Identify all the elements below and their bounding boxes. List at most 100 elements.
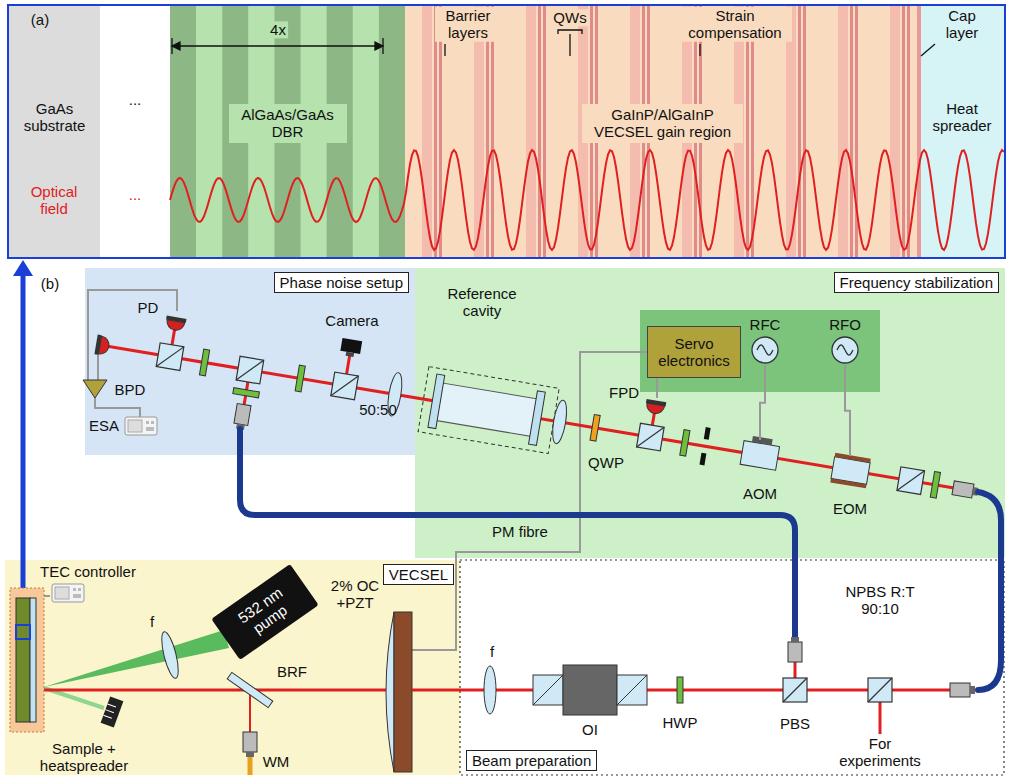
panel-ground	[460, 560, 1004, 775]
pm-fibre	[978, 492, 1001, 690]
reference-cavity	[428, 374, 445, 429]
rf-source-symbol	[750, 335, 780, 365]
component-label: QWP	[588, 454, 624, 471]
reference-cavity	[418, 367, 559, 454]
camera	[340, 338, 362, 354]
component-name: AOM	[743, 485, 777, 502]
heat-spreader	[30, 598, 36, 722]
sine-symbol	[757, 345, 773, 355]
lens	[484, 666, 496, 714]
modulator: EOM	[828, 456, 872, 517]
reference-beam-path	[233, 403, 251, 430]
pump-laser: 532 nm pump	[211, 564, 318, 660]
heat-spreader-layer	[921, 6, 1004, 257]
zoom-arrow	[13, 260, 33, 625]
optical-isolator	[533, 675, 563, 705]
component-label: 50:50	[359, 401, 397, 418]
iris	[699, 427, 710, 465]
sample-mount	[10, 588, 44, 732]
component-label: Reference cavity	[441, 285, 523, 320]
bracket	[375, 42, 383, 50]
quantum-well-layer	[526, 6, 536, 257]
reference-beam-path	[199, 349, 209, 376]
rf-source: RFO	[825, 316, 865, 365]
beam-dump	[107, 704, 115, 707]
cable	[44, 290, 657, 650]
optical-field-wave	[170, 150, 1004, 250]
component-label: ESA	[89, 417, 119, 434]
bracket	[699, 44, 700, 56]
beam-dump	[103, 715, 111, 718]
dbr-layer	[170, 6, 406, 257]
birefringent-filter	[227, 672, 273, 707]
rf-source: RFC	[745, 316, 785, 365]
rf-source-symbol	[752, 337, 778, 363]
component-label: NPBS R:T 90:10	[840, 583, 920, 618]
camera	[346, 352, 355, 357]
reference-beam-path	[930, 471, 940, 498]
cable	[656, 378, 658, 398]
electro-optic-modulator	[830, 453, 870, 489]
component-label: For experiments	[835, 735, 925, 770]
substrate-layer	[9, 6, 100, 257]
birefringent-filter	[227, 672, 273, 707]
component-name: RFC	[750, 316, 781, 333]
vecsel-cavity	[243, 732, 257, 757]
pump-beam	[44, 630, 229, 687]
reference-beam-path	[94, 334, 110, 356]
component-name: 532 nm pump	[226, 578, 303, 646]
piezo-mount	[394, 612, 412, 772]
component-label: Camera	[325, 312, 378, 329]
laser-beam	[100, 345, 960, 489]
component-label: OI	[582, 721, 598, 738]
component-label: FPD	[609, 384, 639, 401]
reference-beam-path	[637, 423, 665, 451]
wavemeter-fibre	[248, 757, 253, 775]
reference-beam-path	[331, 372, 359, 400]
quantum-well-layer	[474, 6, 484, 257]
tec-controller-icon	[52, 584, 84, 602]
component-label: Sample + heatspreader	[35, 740, 133, 775]
bracket	[172, 42, 180, 50]
optical-isolator	[617, 675, 647, 705]
quantum-well-layer	[746, 6, 749, 257]
layer-label: Barrier layers	[435, 7, 501, 42]
cap-layer	[917, 6, 921, 257]
acousto-optic-modulator	[740, 441, 779, 471]
component-label: WM	[263, 753, 290, 770]
panel-title: Phase noise setup	[274, 272, 409, 293]
beam-dump	[101, 696, 124, 727]
setup-panel: Beam preparation	[460, 560, 1004, 775]
quantum-well-layer	[890, 6, 900, 257]
bracket	[921, 44, 935, 56]
layer-label: ...	[129, 186, 142, 203]
beam-preparation-path	[788, 637, 802, 662]
cable	[44, 595, 50, 597]
panel-ground	[5, 268, 1005, 775]
layer-label: (a)	[31, 11, 49, 28]
electro-optic-modulator	[835, 453, 871, 463]
layer-name: GaInP/AlGaInP VECSEL gain region	[582, 104, 743, 143]
rf-cable	[760, 365, 765, 440]
electronics-box: Servo electronics	[647, 326, 741, 378]
quantum-well-layer	[902, 6, 905, 257]
optical-isolator	[533, 675, 563, 705]
panel-title: Beam preparation	[466, 750, 597, 771]
quantum-well-layer	[434, 6, 437, 257]
quantum-well-layer	[538, 6, 541, 257]
quantum-well-layer	[838, 6, 848, 257]
zoom-arrow	[13, 260, 33, 276]
optical-isolator	[563, 665, 617, 715]
beam-preparation-path	[950, 683, 975, 697]
acousto-optic-modulator	[740, 435, 780, 471]
beam-dump	[101, 696, 124, 727]
cable	[412, 352, 648, 650]
component-label: TEC controller	[40, 563, 136, 580]
vecsel-cavity	[10, 588, 412, 775]
layer-band: AlGaAs/GaAs DBR	[170, 6, 405, 257]
beam-preparation-path	[412, 637, 975, 734]
panel-frame	[8, 5, 1005, 258]
laser-beam	[44, 689, 392, 692]
